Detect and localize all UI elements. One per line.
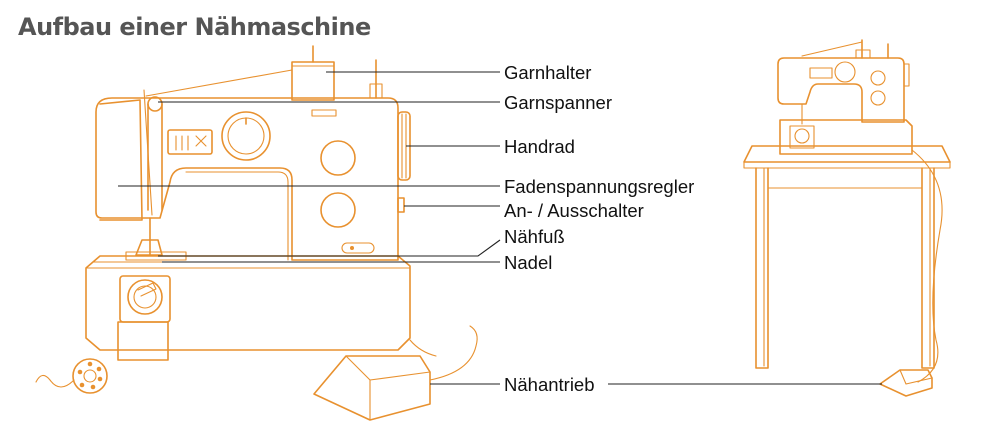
label-naehantrieb: Nähantrieb (504, 374, 595, 395)
label-garnhalter: Garnhalter (504, 62, 591, 83)
page-title: Aufbau einer Nähmaschine (18, 13, 371, 41)
label-an-ausschalter: An- / Ausschalter (504, 200, 644, 221)
label-fadenspannungsregler: Fadenspannungsregler (504, 176, 694, 197)
leader-naehfuss (158, 239, 501, 257)
sewing-machine-illustration (35, 45, 478, 421)
label-naehfuss: Nähfuß (504, 226, 565, 247)
label-nadel: Nadel (504, 252, 552, 273)
label-garnspanner: Garnspanner (504, 92, 612, 113)
label-handrad: Handrad (504, 136, 575, 157)
sewing-table-illustration (743, 39, 951, 397)
